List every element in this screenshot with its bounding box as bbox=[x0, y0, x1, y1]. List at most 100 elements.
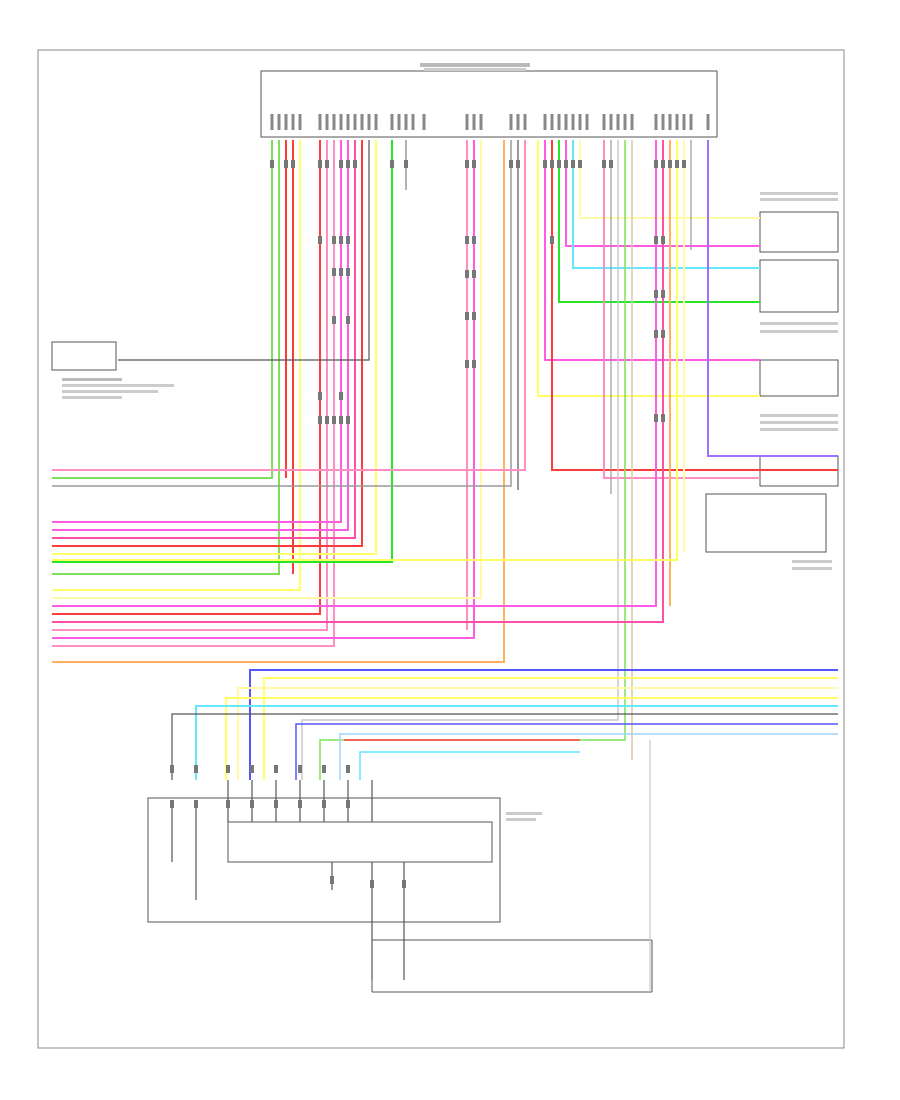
wire-magenta-1 bbox=[52, 140, 342, 523]
connector-pin bbox=[543, 160, 547, 168]
connector-pin bbox=[390, 160, 394, 168]
connector-pin bbox=[516, 160, 520, 168]
connector-pin bbox=[661, 290, 665, 298]
wire-magenta-4 bbox=[544, 140, 760, 361]
connector-pin bbox=[325, 416, 329, 424]
connector-pin bbox=[661, 160, 665, 168]
connector-pin bbox=[339, 416, 343, 424]
connector-pin bbox=[346, 316, 350, 324]
module-pin bbox=[346, 114, 350, 130]
connector-pin bbox=[654, 330, 658, 338]
connector-pin bbox=[322, 800, 326, 808]
connector-pin bbox=[346, 236, 350, 244]
connector-pin bbox=[339, 392, 343, 400]
module-pin bbox=[630, 114, 634, 130]
wire-yellow-1 bbox=[52, 140, 301, 591]
connector-pin bbox=[402, 880, 406, 888]
connector-pin bbox=[339, 160, 343, 168]
wire-green-3 bbox=[52, 140, 393, 563]
wire-cyan-3 bbox=[339, 733, 838, 780]
module-pin bbox=[543, 114, 547, 130]
connector-pin bbox=[465, 360, 469, 368]
module-pin bbox=[550, 114, 554, 130]
module-pin bbox=[397, 114, 401, 130]
connector-pin bbox=[284, 160, 288, 168]
module-pin bbox=[509, 114, 513, 130]
connector-pin bbox=[602, 160, 606, 168]
connector-pin bbox=[550, 160, 554, 168]
module-pin bbox=[270, 114, 274, 130]
module-pin bbox=[523, 114, 527, 130]
connector-pin bbox=[274, 800, 278, 808]
module-pin bbox=[557, 114, 561, 130]
wire-sensor bbox=[118, 140, 370, 361]
connector-pin bbox=[330, 876, 334, 884]
connector-pin bbox=[578, 160, 582, 168]
right-connector-group bbox=[705, 192, 839, 570]
wire-dark-2 bbox=[171, 713, 838, 780]
wire-pink-5 bbox=[52, 140, 526, 471]
wire-green-2 bbox=[52, 140, 280, 575]
wire-blue-2 bbox=[295, 723, 838, 780]
connector-pin bbox=[298, 800, 302, 808]
module-pin bbox=[284, 114, 288, 130]
connector-pin bbox=[226, 800, 230, 808]
connector-pin bbox=[339, 268, 343, 276]
connector-marks bbox=[170, 160, 686, 888]
wire-yellow-6 bbox=[52, 140, 678, 561]
module-pin bbox=[661, 114, 665, 130]
connector-pin bbox=[318, 236, 322, 244]
connector-pin bbox=[654, 414, 658, 422]
connector-pin bbox=[353, 160, 357, 168]
module-pin bbox=[291, 114, 295, 130]
connector-pin bbox=[318, 416, 322, 424]
connector-pin bbox=[346, 160, 350, 168]
connector-pin bbox=[339, 236, 343, 244]
wire-magenta-5 bbox=[565, 140, 760, 247]
wire-gray-2 bbox=[52, 140, 512, 487]
module-pin bbox=[332, 114, 336, 130]
connector-pin bbox=[682, 160, 686, 168]
connector-pin bbox=[250, 765, 254, 773]
connector-pin bbox=[318, 160, 322, 168]
connector-pin bbox=[465, 160, 469, 168]
connector-pin bbox=[170, 800, 174, 808]
connector-pin bbox=[291, 160, 295, 168]
connector-pin bbox=[472, 360, 476, 368]
wire-yellow-8 bbox=[263, 677, 838, 780]
connector-pin bbox=[472, 312, 476, 320]
connector-pin bbox=[550, 236, 554, 244]
wire-yellow-4 bbox=[537, 140, 760, 397]
diagram-frame bbox=[37, 49, 845, 1049]
wire-red-5 bbox=[551, 140, 838, 471]
connector-pin bbox=[332, 316, 336, 324]
connector-pin bbox=[654, 236, 658, 244]
module-pin bbox=[325, 114, 329, 130]
module-pin bbox=[374, 114, 378, 130]
connector-pin bbox=[346, 416, 350, 424]
connector-pin bbox=[661, 330, 665, 338]
connector-pin bbox=[250, 800, 254, 808]
connector-pin bbox=[472, 236, 476, 244]
connector-pin bbox=[332, 416, 336, 424]
connector-pin bbox=[194, 765, 198, 773]
connector-pin bbox=[472, 270, 476, 278]
module-pin bbox=[472, 114, 476, 130]
connector-pin bbox=[332, 236, 336, 244]
connector-pin bbox=[661, 236, 665, 244]
connector-pin bbox=[325, 160, 329, 168]
wire-pink-7 bbox=[52, 140, 664, 623]
connector-pin bbox=[661, 414, 665, 422]
module-pin bbox=[318, 114, 322, 130]
module-pin bbox=[689, 114, 693, 130]
module-pin bbox=[571, 114, 575, 130]
connector-pin bbox=[557, 160, 561, 168]
module-pin bbox=[339, 114, 343, 130]
module-pin bbox=[465, 114, 469, 130]
connector-pin bbox=[322, 765, 326, 773]
wire-cyan-4 bbox=[359, 751, 580, 780]
connector-pin bbox=[346, 800, 350, 808]
connector-pin bbox=[298, 765, 302, 773]
wire-yellow-2 bbox=[52, 140, 377, 555]
module-pin bbox=[609, 114, 613, 130]
